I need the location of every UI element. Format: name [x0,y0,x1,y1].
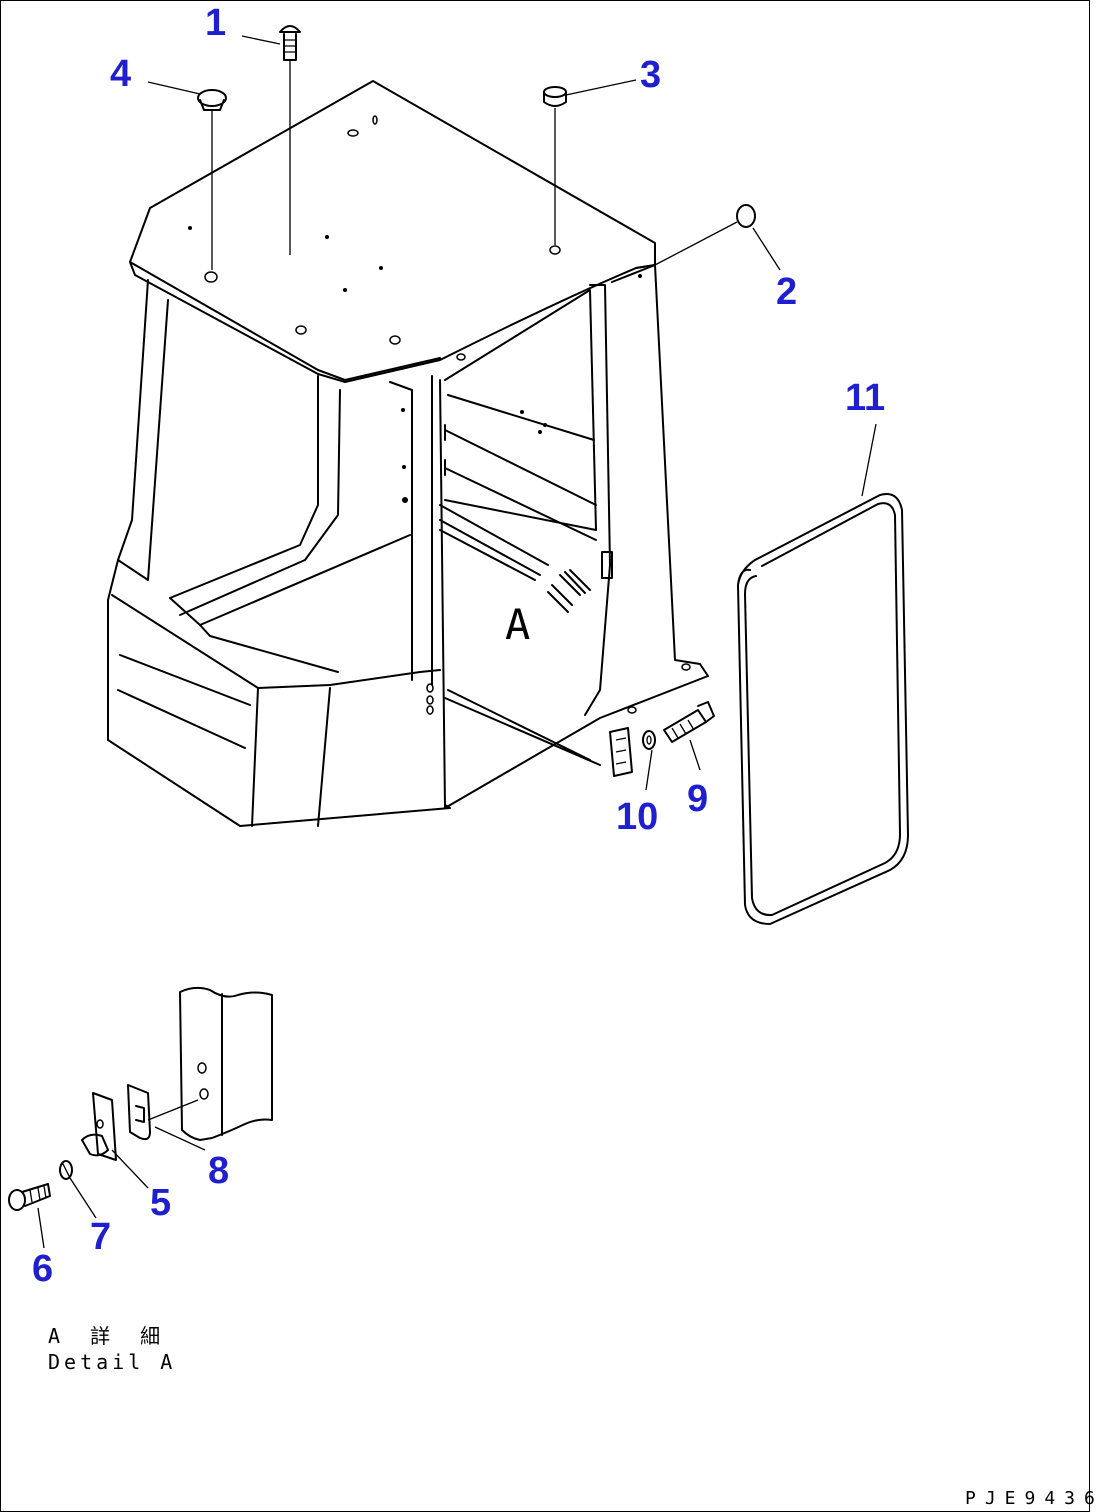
front-left-pillar [117,279,169,581]
plug-part-2 [654,204,756,266]
callout-4: 4 [110,53,132,95]
callout-5: 5 [150,1182,172,1224]
callout-6: 6 [32,1248,54,1290]
detail-caption-en: Detail A [48,1350,177,1374]
washer-part-10 [642,730,656,750]
callout-1: 1 [205,2,227,44]
detail-a-view [8,986,273,1249]
hatch-mark [547,569,591,613]
detail-caption-jp: A 詳 細 [48,1324,170,1348]
bolt-part-1 [279,25,301,255]
callout-10: 10 [616,796,659,838]
bolt-part-6 [8,1183,51,1211]
hinge-bracket [609,727,633,777]
cap-part-4 [197,89,227,270]
callout-8: 8 [208,1150,230,1192]
middle-pillar [389,375,446,809]
callout-3: 3 [640,54,662,96]
callout-2: 2 [776,271,798,313]
window-seal-part-11 [737,493,909,925]
pillar-section [179,986,273,1141]
rear-rib [444,424,597,541]
leader-lines [147,35,877,791]
plate-part-8 [127,1084,151,1141]
callout-9: 9 [687,778,709,820]
drawing-code: PJE9436 [965,1488,1104,1509]
cab-body [107,80,709,827]
cab-roof [129,80,656,383]
bracket-part-5 [92,1092,117,1161]
plug-part-3 [543,86,567,245]
view-label-a: A [505,600,531,649]
front-center-pillar [169,375,341,616]
callout-7: 7 [90,1216,112,1258]
callout-11: 11 [845,377,886,419]
cab-lower-skirt [107,559,451,827]
bolt-part-9 [663,701,715,743]
washer-part-7 [59,1160,73,1180]
